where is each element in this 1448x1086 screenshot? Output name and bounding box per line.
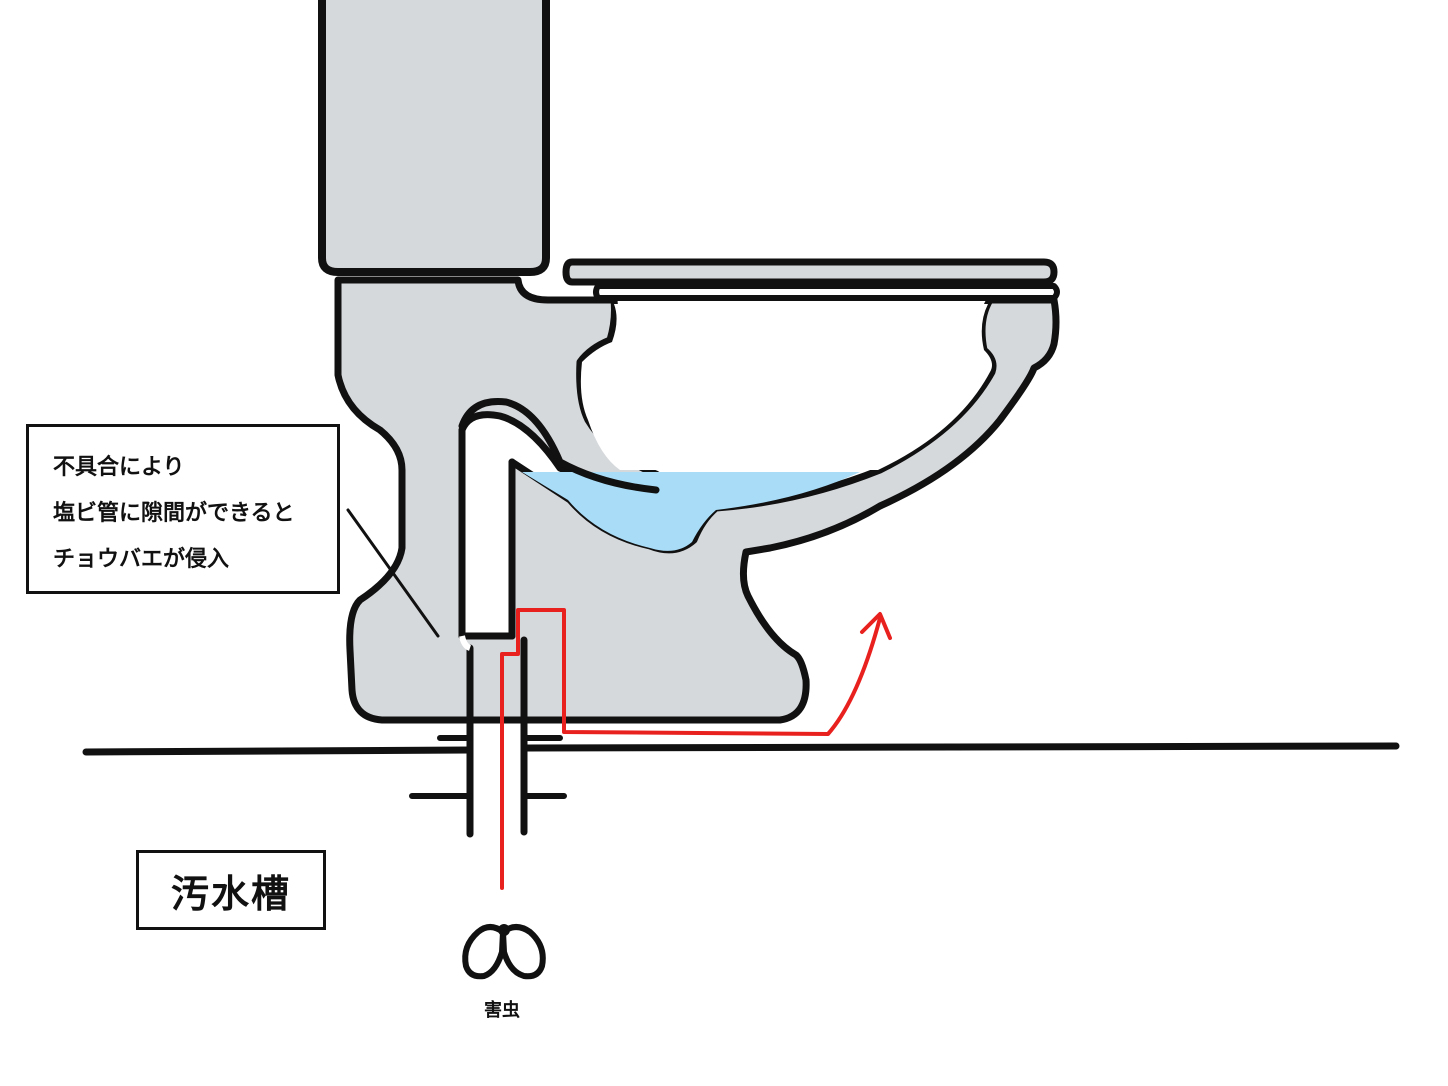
- pest-intrusion-path: [500, 608, 882, 890]
- callout-line-3: チョウバエが侵入: [53, 547, 230, 572]
- bowl-interior: [580, 304, 992, 470]
- floor-line: [82, 742, 1400, 756]
- pest-label: 害虫: [484, 1000, 520, 1021]
- trapway-curve: [458, 398, 660, 494]
- bowl-rim: [593, 283, 1060, 301]
- callout-line-1: 不具合により: [53, 455, 185, 480]
- toilet-tank: [318, 0, 550, 276]
- pest-intrusion-arrowhead: [860, 612, 892, 640]
- toilet-seat-lid: [562, 258, 1058, 286]
- bowl-water: [522, 472, 860, 551]
- septic-tank-label: 汚水槽: [170, 871, 291, 916]
- callout-leader-line: [346, 508, 440, 638]
- moth-fly-icon: [462, 924, 546, 980]
- septic-tank-label-box: 汚水槽: [136, 850, 326, 930]
- callout-box: 不具合により 塩ビ管に隙間ができると チョウバエが侵入: [26, 424, 340, 594]
- pipe-gap: [459, 635, 472, 651]
- callout-line-2: 塩ビ管に隙間ができると: [53, 501, 295, 526]
